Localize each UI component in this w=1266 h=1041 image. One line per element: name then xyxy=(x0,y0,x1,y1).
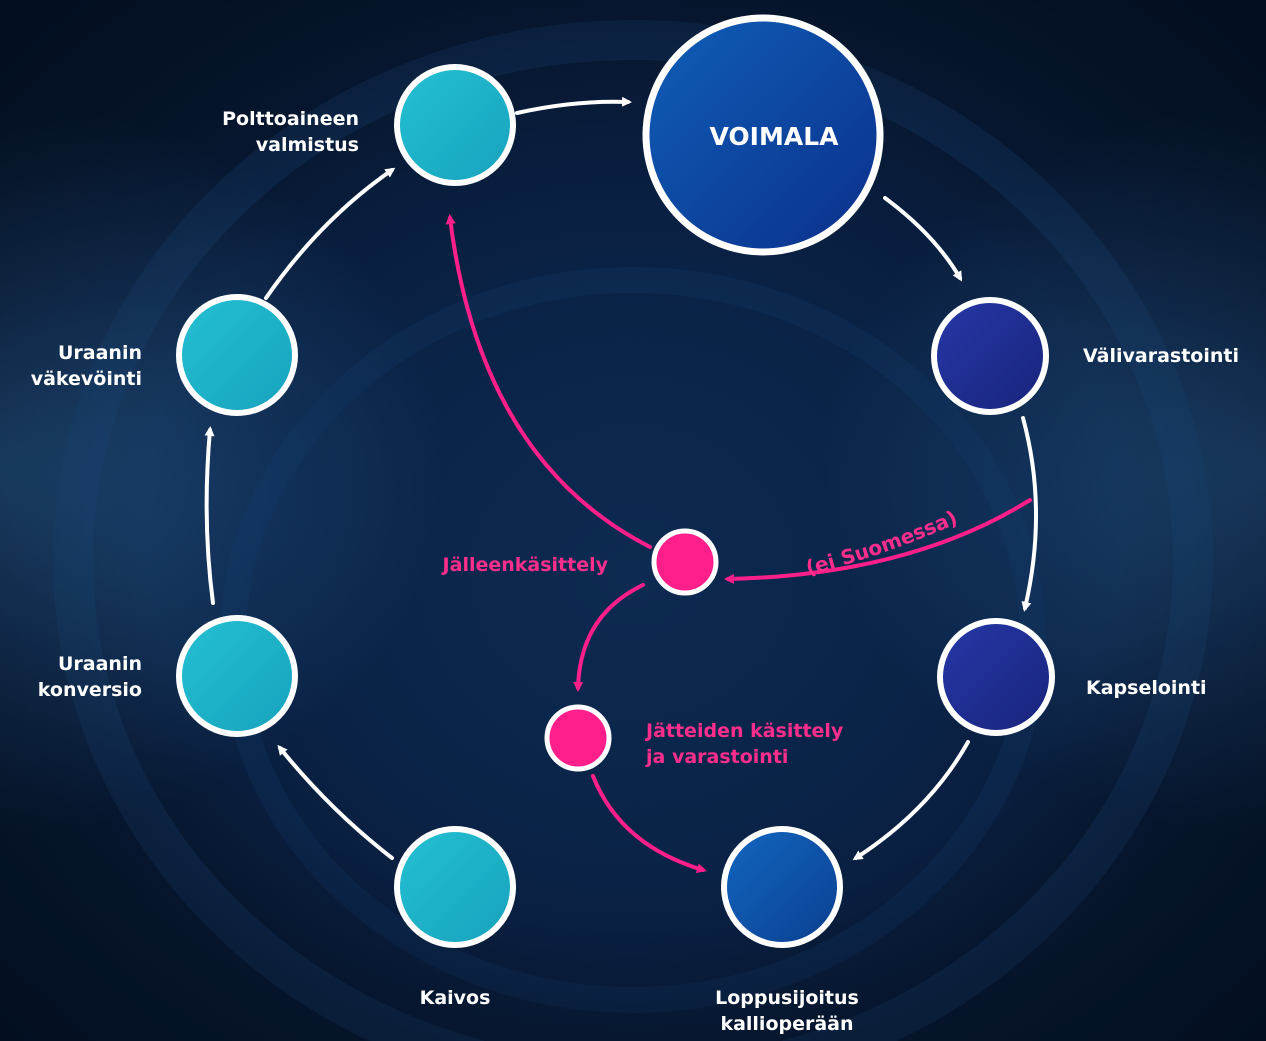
arrow-valivarastointi-to-jalleenkasittely xyxy=(724,498,1032,584)
arrow-konversio-to-rikastus xyxy=(204,426,215,605)
label-voimala: VOIMALA xyxy=(710,122,840,151)
node-polttoaine xyxy=(394,64,516,186)
label-polttoaine: Polttoaineen valmistus xyxy=(222,108,359,156)
label-loppusijoitus: Loppusijoitus kallioperään xyxy=(715,987,859,1035)
label-jalleenkasittely: Jälleenkäsittely xyxy=(442,554,608,576)
arrow-kapselointi-to-loppusijoitus xyxy=(852,740,970,861)
node-jalleenkasittely xyxy=(651,528,719,596)
arrow-jalleenkasittely-to-jatteet xyxy=(573,583,645,692)
nodes xyxy=(176,14,1055,948)
arrow-voimala-to-valivarastointi xyxy=(883,196,963,282)
label-rikastus: Uraanin väkevöinti xyxy=(30,342,142,390)
node-jatteet xyxy=(544,704,612,772)
node-loppusijoitus xyxy=(721,826,843,948)
arrow-valivarastointi-to-kapselointi xyxy=(1021,416,1038,612)
node-konversio xyxy=(176,615,298,737)
node-kaivos xyxy=(394,826,516,948)
label-konversio: Uraanin konversio xyxy=(37,653,142,701)
node-valivarastointi xyxy=(931,297,1049,415)
label-jatteet: Jätteiden käsittely ja varastointi xyxy=(646,720,844,768)
arrow-kaivos-to-konversio xyxy=(277,744,394,860)
label-kaivos: Kaivos xyxy=(419,987,491,1009)
reprocessing-arrows xyxy=(445,214,1032,874)
node-rikastus xyxy=(176,294,298,416)
arrow-polttoaine-to-voimala xyxy=(515,96,632,115)
label-kapselointi: Kapselointi xyxy=(1086,677,1207,699)
cycle-arrows xyxy=(204,96,1038,861)
arrow-rikastus-to-polttoaine xyxy=(264,167,396,300)
node-kapselointi xyxy=(937,618,1055,736)
label-valivarastointi: Välivarastointi xyxy=(1083,345,1239,367)
arrow-jalleenkasittely-to-polttoaine xyxy=(445,214,652,549)
node-voimala xyxy=(642,14,884,256)
arrow-jatteet-to-loppusijoitus xyxy=(591,774,707,874)
